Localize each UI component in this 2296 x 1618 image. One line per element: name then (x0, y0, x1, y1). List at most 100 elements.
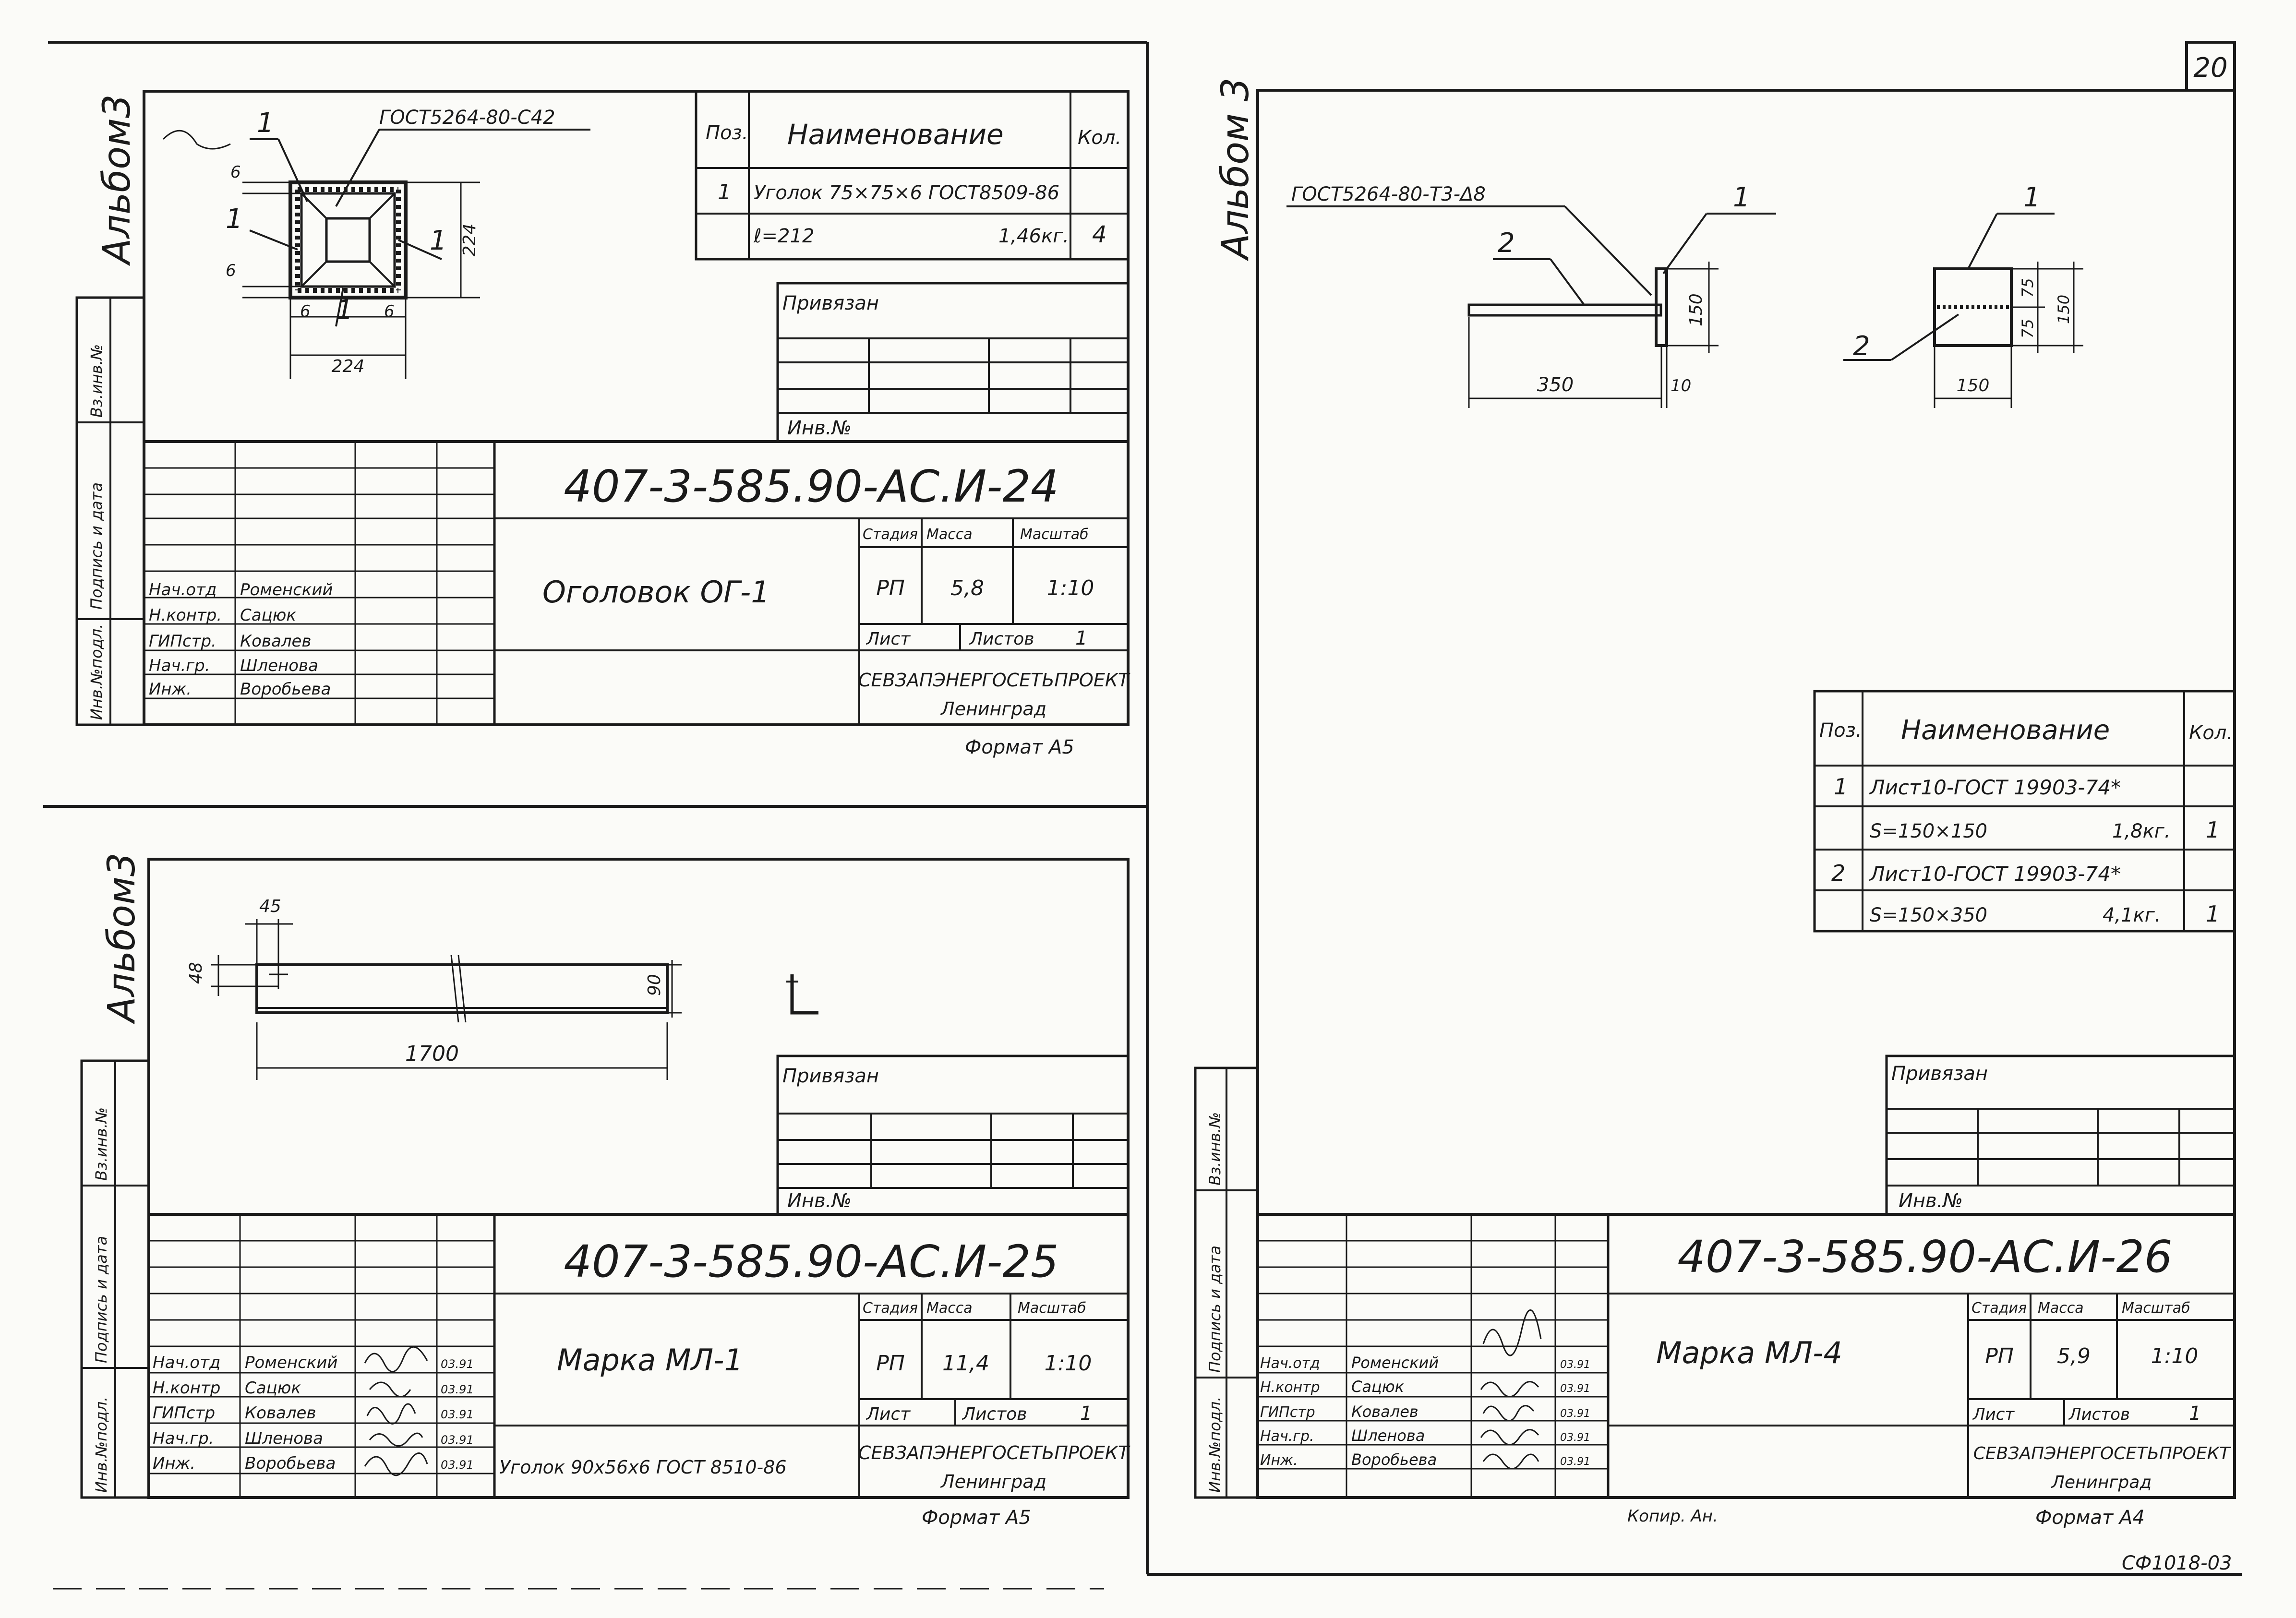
person2-role: Н.контр. (149, 606, 222, 625)
side-stamp: Вз.инв.№ Подпись и дата Инв.№подл. (1194, 1067, 1259, 1499)
person3-name: Ковалев (1351, 1402, 1418, 1421)
person4-name: Шленова (240, 656, 318, 675)
dim-350: 350 (1537, 374, 1574, 396)
person1-name: Роменский (240, 580, 333, 599)
person1-date: 03.91 (441, 1357, 474, 1371)
privyazan-block: Привязан Инв.№ (776, 282, 1130, 443)
album-label: Альбом3 (100, 853, 144, 1025)
person1-role: Нач.отд (1260, 1355, 1320, 1372)
org-city: Ленинград (940, 698, 1046, 719)
callout-a2: 2 (1498, 228, 1515, 259)
stage-header-scale: Масштаб (1020, 526, 1089, 543)
side-podpis-data: Подпись и дата (92, 1236, 110, 1363)
person4-role: Нач.гр. (149, 656, 210, 675)
person1-role: Нач.отд (153, 1353, 220, 1372)
callout-a1: 1 (1733, 182, 1750, 213)
doc-subtitle: Уголок 90х56х6 ГОСТ 8510-86 (499, 1457, 787, 1478)
inv-no-label: Инв.№ (1899, 1190, 1963, 1212)
spec-row2-name: S=150×150 (1870, 820, 1987, 842)
stage-header-scale: Масштаб (2122, 1300, 2190, 1317)
spec-header-name: Наименование (1901, 715, 2110, 746)
person5-date: 03.91 (441, 1458, 474, 1472)
spec-table: Поз. Наименование Кол. 1 Лист10-ГОСТ 199… (1813, 690, 2236, 933)
dim-48: 48 (186, 962, 206, 984)
doc-number: 407-3-585.90-АС.И-25 (564, 1236, 1058, 1287)
weld-note: ГОСТ5264-80-Т3-Δ8 (1291, 183, 1486, 205)
scale-value: 1:10 (1045, 1351, 1092, 1376)
title-block: Нач.отд Роменский Н.контр. Сацюк ГИПстр.… (143, 440, 1130, 726)
dim-150-b: 150 (2055, 295, 2073, 324)
person3-name: Ковалев (240, 632, 312, 651)
privyazan-block: Привязан Инв.№ (1885, 1055, 2236, 1216)
org-city: Ленинград (940, 1471, 1046, 1492)
title-block: Нач.отд Роменский 03.91 Н.контр Сацюк 03… (147, 1213, 1130, 1499)
callout-left: 1 (226, 204, 243, 235)
dim-45: 45 (259, 897, 281, 916)
sheets-label: Листов (2068, 1405, 2130, 1424)
stage-value: РП (876, 576, 905, 600)
side-stamp: Вз.инв.№ Подпись и дата Инв.№подл. (75, 296, 145, 726)
sheets-value: 1 (1075, 627, 1087, 649)
dim-edge-bottom-right: 6 (384, 302, 395, 321)
sheet2: Альбом3 Вз.инв.№ Подпись и дата Инв.№под… (80, 853, 1130, 1529)
stage-header-stage: Стадия (1971, 1300, 2027, 1317)
plate-assembly-drawing: 150 350 10 2 1 ГОСТ5264-80-Т3-Δ8 75 75 1… (1286, 182, 2083, 408)
stage-header-scale: Масштаб (1018, 1300, 1086, 1317)
spec-row2-mass: 1,8кг. (2112, 820, 2171, 842)
person2-name: Сацюк (1351, 1378, 1405, 1396)
org-name: СЕВЗАПЭНЕРГОСЕТЬПРОЕКТ (858, 1442, 1130, 1463)
page-number-box: 20 (2185, 41, 2236, 92)
format-label: Формат А5 (965, 736, 1074, 758)
org-name: СЕВЗАПЭНЕРГОСЕТЬПРОЕКТ (858, 670, 1130, 691)
person4-date: 03.91 (441, 1433, 474, 1447)
spec-row2-qty: 1 (2206, 817, 2220, 843)
angle-bar-drawing: 45 48 90 1700 (186, 897, 818, 1080)
spec-header-qty: Кол. (2189, 722, 2233, 744)
spec-header-pos: Поз. (1819, 719, 1862, 742)
side-podpis-data: Подпись и дата (87, 482, 106, 610)
scale-value: 1:10 (1047, 576, 1094, 600)
spec-row4-qty: 1 (2206, 901, 2220, 927)
weld-note: ГОСТ5264-80-С42 (379, 107, 555, 129)
doc-title: Марка МЛ-4 (1656, 1335, 1842, 1370)
spec-row4-mass: 4,1кг. (2103, 904, 2161, 926)
doc-title: Оголовок ОГ-1 (542, 575, 770, 610)
sheet3: Альбом 3 Вз.инв.№ Подпись и дата Инв.№по… (1194, 78, 2236, 1529)
spec-row1-pos: 1 (718, 180, 731, 204)
person4-role: Нач.гр. (1260, 1428, 1314, 1445)
org-name: СЕВЗАПЭНЕРГОСЕТЬПРОЕКТ (1973, 1444, 2231, 1463)
person3-role: ГИПстр (1260, 1404, 1315, 1421)
dim-edge-top: 6 (230, 163, 241, 182)
side-stamp: Вз.инв.№ Подпись и дата Инв.№подл. (80, 1059, 150, 1499)
dim-90: 90 (645, 974, 664, 996)
dim-150-a: 150 (1686, 293, 1706, 326)
stage-header-mass: Масса (926, 526, 973, 543)
spec-row1-name: Лист10-ГОСТ 19903-74* (1869, 776, 2121, 799)
inv-no-label: Инв.№ (787, 1190, 852, 1212)
stage-header-mass: Масса (2038, 1300, 2084, 1317)
person3-date: 03.91 (441, 1408, 474, 1421)
person1-name: Роменский (1351, 1354, 1439, 1372)
inv-no-label: Инв.№ (787, 417, 852, 439)
callout-bottom: 1 (336, 295, 353, 326)
side-inv-podl: Инв.№подл. (92, 1397, 110, 1493)
dim-150-c: 150 (1957, 376, 1990, 396)
spec-header-name: Наименование (787, 118, 1004, 151)
callout-b2: 2 (1853, 331, 1870, 362)
dim-75-a: 75 (2019, 278, 2037, 298)
stage-header-stage: Стадия (863, 1300, 918, 1317)
person2-date: 03.91 (441, 1383, 474, 1396)
person3-date: 03.91 (1560, 1408, 1590, 1420)
dim-length: 1700 (405, 1042, 459, 1066)
spec-row4-name: S=150×350 (1870, 904, 1987, 926)
callout-b1: 1 (2023, 182, 2041, 213)
sheet1: Альбом3 Вз.инв.№ Подпись и дата Инв.№под… (75, 90, 1130, 758)
copy-label: Копир. Ан. (1627, 1507, 1718, 1526)
person1-role: Нач.отд (149, 580, 216, 599)
scale-value: 1:10 (2151, 1344, 2199, 1368)
stage-header-stage: Стадия (863, 526, 918, 543)
sheets-label: Листов (969, 629, 1034, 649)
side-vzam-inv: Вз.инв.№ (87, 344, 106, 418)
person1-name: Роменский (245, 1353, 338, 1372)
